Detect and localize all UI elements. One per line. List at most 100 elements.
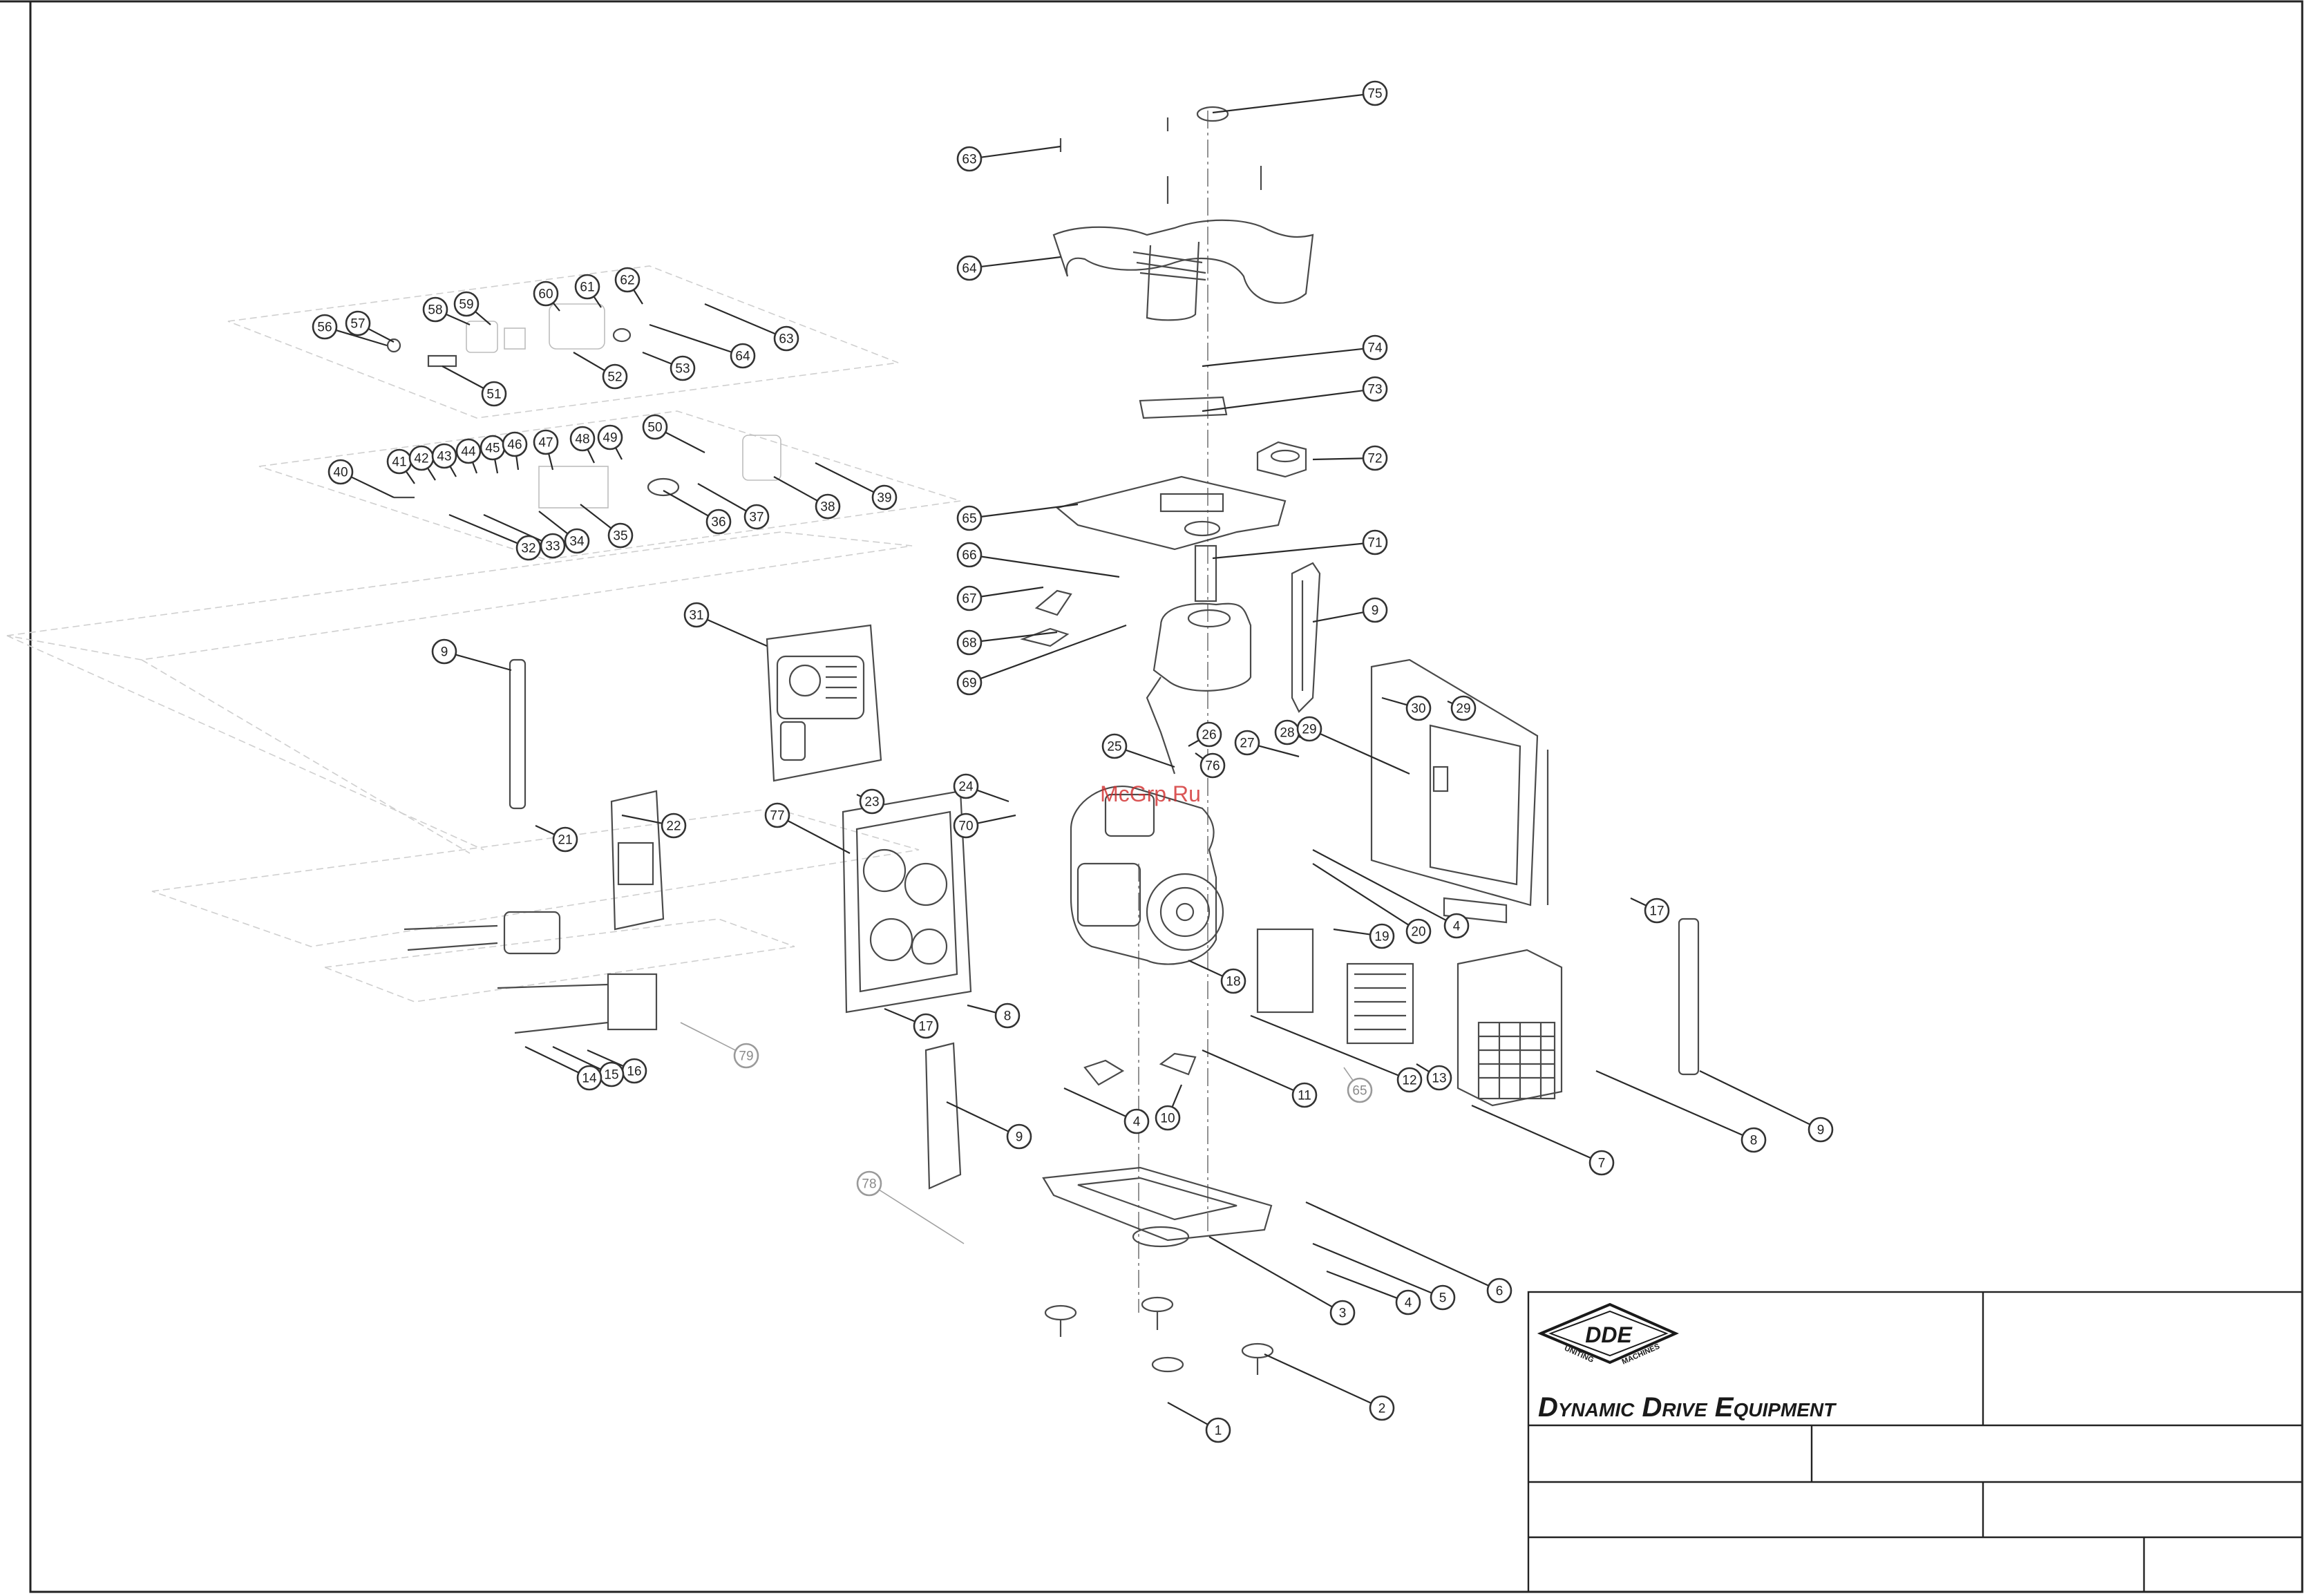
callout-leader-45 [494,459,499,474]
callout-circle [1740,1127,1767,1153]
callout-39: 39 [871,484,898,511]
callout-number: 66 [962,549,976,563]
callout-leader-53 [642,351,672,365]
callout-leader-22 [621,814,663,824]
rubber-feet [1044,1296,1274,1375]
callout-77: 77 [764,802,790,828]
callout-leader-51 [442,365,484,389]
watermark: McGrp.Ru [1100,781,1201,806]
callout-leader-30 [1381,696,1407,706]
company-name: Dynamic Drive Equipment [1538,1392,1837,1423]
callout-number: 79 [739,1049,753,1064]
callout-28: 28 [1274,719,1300,745]
callout-9: 9 [1006,1123,1032,1150]
callout-40: 40 [328,459,354,485]
callout-leader-31 [707,618,768,647]
callout-circle [670,355,696,381]
callout-5: 5 [1430,1284,1456,1311]
callout-number: 39 [877,491,891,506]
callout-leader-72 [1312,457,1364,461]
callout-circle [431,638,457,665]
callout-65: 65 [1347,1077,1373,1103]
callout-57: 57 [345,310,371,336]
callout-number: 63 [779,332,793,347]
callout-leader-62 [633,289,643,305]
inverter-module [1256,928,1414,1045]
callout-47: 47 [533,429,559,455]
callout-17: 17 [1644,897,1670,924]
callout-leader-17 [1630,897,1647,906]
callout-20: 20 [1405,918,1432,944]
callout-leader-64 [980,256,1061,268]
callout-circle [1234,730,1260,756]
callout-leader-5 [1312,1242,1432,1294]
callout-leader-25 [1125,749,1175,768]
callout-30: 30 [1405,695,1432,721]
callout-leader-17 [884,1007,916,1023]
callout-number: 9 [1817,1123,1825,1138]
callout-circle [1369,1395,1395,1421]
callout-number: 42 [414,452,428,466]
fuel-filter [1194,544,1217,602]
callout-29: 29 [1296,716,1322,742]
callout-9: 9 [1362,597,1388,623]
callout-4: 4 [1123,1108,1150,1134]
callout-58: 58 [422,296,448,323]
callout-circle [614,267,641,293]
callout-71: 71 [1362,529,1388,555]
front-frame [842,790,972,1014]
callout-number: 74 [1367,341,1383,356]
callout-circle [956,669,983,696]
callout-circle [1123,1108,1150,1134]
callout-leader-63 [704,303,776,335]
callout-circle [956,146,983,172]
callout-number: 32 [521,542,535,556]
callout-number: 45 [485,441,500,456]
callout-number: 4 [1133,1115,1141,1130]
callout-number: 15 [604,1068,618,1083]
callout-42: 42 [408,445,435,471]
callout-circle [1329,1300,1356,1326]
callout-number: 17 [918,1020,933,1034]
callout-circle [1450,695,1477,721]
callout-circle [859,788,885,815]
callout-leader-65 [1343,1067,1354,1081]
callout-number: 53 [675,362,690,377]
title-block: DDE UNITING MACHINES Dynamic Drive Equip… [1527,1291,2304,1593]
callout-number: 44 [461,445,476,459]
dde-logo: DDE UNITING MACHINES [1537,1302,1679,1367]
callout-leader-39 [815,462,875,493]
callout-circle [956,255,983,281]
callout-circle [422,296,448,323]
callout-circle [533,281,559,307]
callout-number: 20 [1411,925,1425,940]
callout-leader-73 [1202,390,1364,412]
side-cover-left [509,658,527,810]
callout-number: 19 [1374,930,1389,944]
callout-circle [1395,1289,1421,1315]
callout-68: 68 [956,629,983,656]
callout-leader-12 [1250,1014,1399,1076]
callout-leader-56 [335,329,388,347]
callout-circle [502,431,528,457]
fuel-tube [1146,676,1176,775]
callout-circle [661,813,687,839]
callout-24: 24 [953,773,979,799]
callout-leader-29 [1320,732,1410,775]
callout-circle [1196,721,1222,748]
callout-leader-47 [548,453,554,471]
callout-67: 67 [956,585,983,611]
callout-number: 6 [1496,1284,1504,1299]
callout-number: 8 [1750,1134,1758,1148]
side-panel-right [1370,658,1549,924]
upper-left-assemblies [386,303,781,509]
callout-leader-24 [976,789,1009,803]
callout-circle [1199,752,1226,779]
callout-circle [956,585,983,611]
callout-leader-8 [967,1004,996,1014]
callout-number: 59 [459,298,473,312]
callout-circle [1426,1065,1452,1091]
callout-66: 66 [956,542,983,568]
callout-62: 62 [614,267,641,293]
